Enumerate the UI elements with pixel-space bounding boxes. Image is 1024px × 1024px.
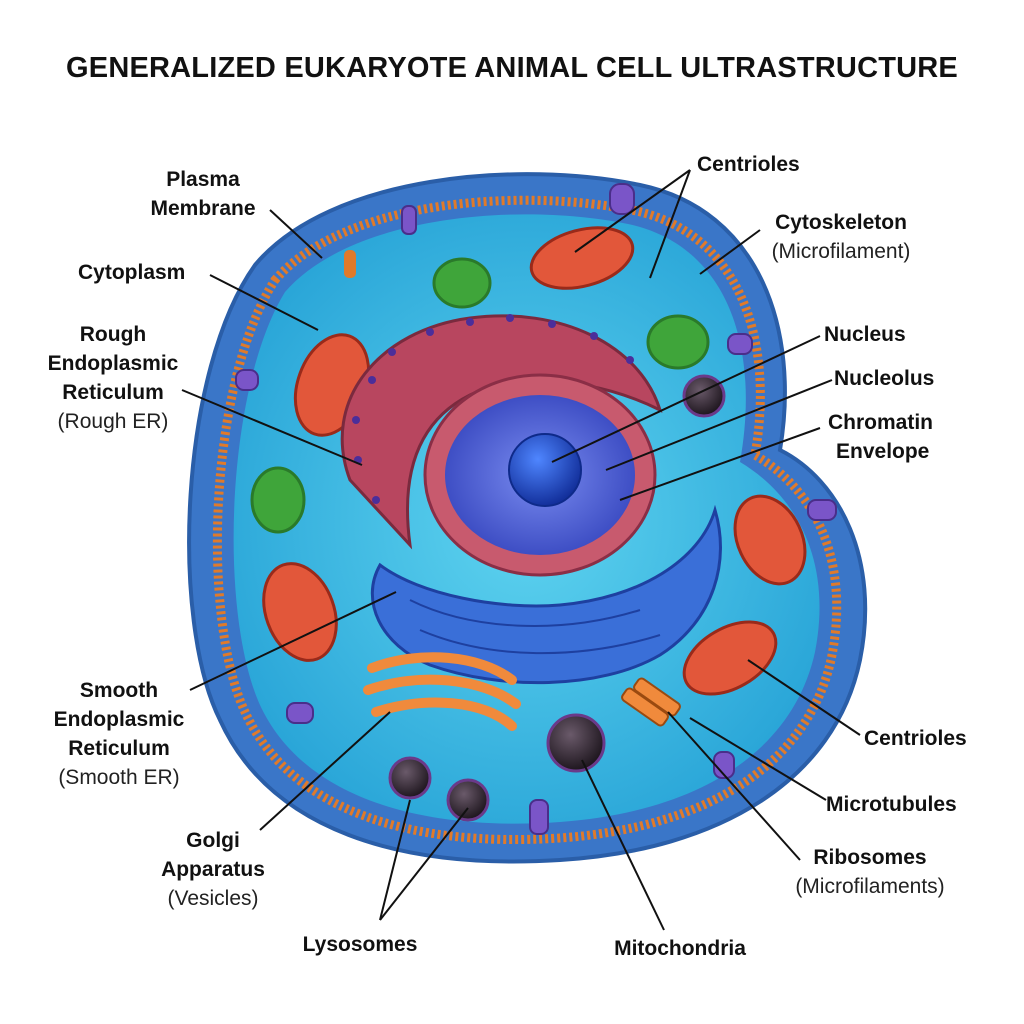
label-nucleolus: Nucleolus: [834, 364, 984, 393]
lysosome-right: [682, 374, 726, 418]
green-organelles: [250, 257, 710, 534]
plasma-membrane-line1: Plasma: [166, 168, 240, 191]
label-smooth-er: Smooth Endoplasmic Reticulum (Smooth ER): [28, 676, 210, 792]
plasma-membrane-band: [212, 195, 842, 845]
smooth-er-folds: [409, 599, 661, 655]
centriole-bundle: [621, 677, 681, 727]
cytoskeleton-sub: (Microfilament): [771, 240, 911, 263]
lysosome-group: [388, 713, 606, 822]
label-rough-er: Rough Endoplasmic Reticulum (Rough ER): [28, 320, 198, 436]
rough-er-line1: Rough: [79, 323, 147, 346]
chromatin-line2: Envelope: [836, 440, 930, 463]
label-nucleus: Nucleus: [824, 320, 974, 349]
smooth-er-line3: Reticulum: [68, 737, 170, 760]
golgi-sub: (Vesicles): [167, 887, 259, 910]
nucleus-line1: Nucleus: [824, 323, 906, 346]
mitochondria-line1: Mitochondria: [614, 937, 746, 960]
golgi-apparatus: [363, 652, 521, 731]
label-microtubules: Microtubules: [826, 790, 1006, 819]
label-centrioles-top: Centrioles: [697, 150, 847, 179]
golgi-line1: Golgi: [186, 829, 240, 852]
ribosomes-sub: (Microfilaments): [795, 875, 945, 898]
label-mitochondria: Mitochondria: [595, 934, 765, 963]
label-cytoskeleton: Cytoskeleton (Microfilament): [756, 208, 926, 266]
rough-er-ribosomes: [352, 314, 634, 504]
label-cytoplasm: Cytoplasm: [78, 258, 228, 287]
membrane-channel: [344, 250, 356, 278]
lysosomes-line1: Lysosomes: [302, 933, 418, 956]
rough-er-line2: Endoplasmic: [47, 352, 179, 375]
rough-er: [340, 314, 663, 550]
microtubules-line1: Microtubules: [826, 793, 957, 816]
centrioles-bottom-line1: Centrioles: [864, 727, 967, 750]
label-ribosomes: Ribosomes (Microfilaments): [770, 843, 970, 901]
label-chromatin-envelope: Chromatin Envelope: [828, 408, 978, 466]
diagram-title: GENERALIZED EUKARYOTE ANIMAL CELL ULTRAS…: [66, 52, 958, 84]
smooth-er-line2: Endoplasmic: [53, 708, 185, 731]
cytoplasm-line1: Cytoplasm: [78, 261, 186, 284]
rough-er-line3: Reticulum: [62, 381, 164, 404]
cytoskeleton-line1: Cytoskeleton: [775, 211, 907, 234]
chromatin-line1: Chromatin: [828, 411, 933, 434]
rough-er-sub: (Rough ER): [57, 410, 169, 433]
label-golgi: Golgi Apparatus (Vesicles): [138, 826, 288, 913]
centrioles-top-line1: Centrioles: [697, 153, 800, 176]
golgi-line2: Apparatus: [161, 858, 265, 881]
smooth-er-sub: (Smooth ER): [58, 766, 180, 789]
label-plasma-membrane: Plasma Membrane: [128, 165, 278, 223]
label-lysosomes: Lysosomes: [285, 930, 435, 959]
leader-lines: [181, 169, 861, 931]
label-centrioles-bottom: Centrioles: [864, 724, 1014, 753]
smooth-er: [370, 504, 722, 685]
membrane-proteins: [235, 183, 837, 835]
plasma-membrane-line2: Membrane: [150, 197, 256, 220]
nucleolus-line1: Nucleolus: [834, 367, 935, 390]
smooth-er-line1: Smooth: [79, 679, 159, 702]
ribosomes-line1: Ribosomes: [813, 846, 927, 869]
nucleolus: [508, 433, 582, 507]
